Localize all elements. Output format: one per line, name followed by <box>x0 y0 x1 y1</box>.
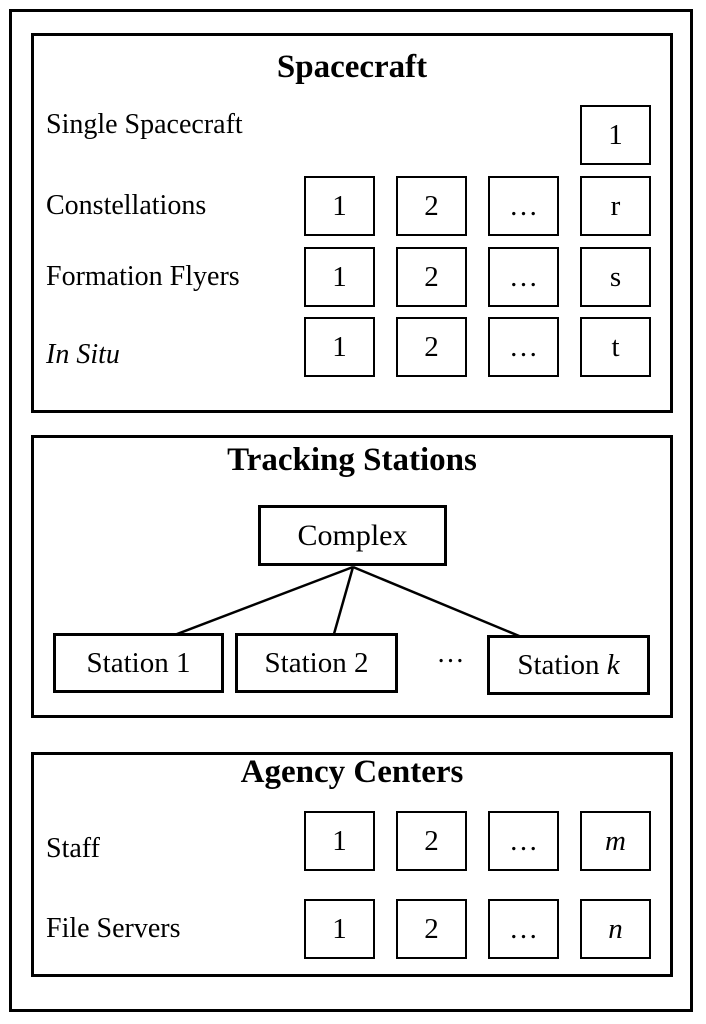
single-spacecraft-label: Single Spacecraft <box>46 109 243 140</box>
complex-box: Complex <box>258 505 447 566</box>
agency-centers-title: Agency Centers <box>240 754 464 790</box>
outer-frame <box>9 9 693 1012</box>
staff-row: Staff 1 2 … m <box>34 811 670 871</box>
formation-flyers-label: Formation Flyers <box>46 261 240 292</box>
file-server-box-1: 1 <box>304 899 375 959</box>
in-situ-label: In Situ <box>46 339 120 370</box>
staff-label: Staff <box>46 833 100 864</box>
in-situ-box-1: 1 <box>304 317 375 377</box>
file-servers-row: File Servers 1 2 … n <box>34 899 670 959</box>
single-spacecraft-row: Single Spacecraft 1 <box>34 105 670 165</box>
staff-box-2: 2 <box>396 811 467 871</box>
agency-centers-section: Agency Centers Staff 1 2 … m File Server… <box>31 752 673 977</box>
tracking-stations-section: Tracking Stations Complex Station 1 Stat… <box>31 435 673 718</box>
single-spacecraft-box-1: 1 <box>580 105 651 165</box>
staff-box-1: 1 <box>304 811 375 871</box>
spacecraft-section: Spacecraft Single Spacecraft 1 Constella… <box>31 33 673 413</box>
constellation-box-r: r <box>580 176 651 236</box>
station-1-box: Station 1 <box>53 633 224 693</box>
in-situ-box-ellipsis: … <box>488 317 559 377</box>
staff-box-ellipsis: … <box>488 811 559 871</box>
constellations-label: Constellations <box>46 190 207 221</box>
formation-flyers-row: Formation Flyers 1 2 … s <box>34 247 670 307</box>
stations-ellipsis-text: … <box>436 638 465 669</box>
formation-box-1: 1 <box>304 247 375 307</box>
in-situ-box-t: t <box>580 317 651 377</box>
constellations-row: Constellations 1 2 … r <box>34 176 670 236</box>
station-k-box: Station k <box>487 635 650 695</box>
constellation-box-2: 2 <box>396 176 467 236</box>
constellation-box-1: 1 <box>304 176 375 236</box>
station-k-variable: k <box>606 648 620 681</box>
formation-box-ellipsis: … <box>488 247 559 307</box>
tracking-stations-title: Tracking Stations <box>227 442 477 478</box>
in-situ-row: In Situ 1 2 … t <box>34 317 670 377</box>
formation-box-s: s <box>580 247 651 307</box>
station-2-box: Station 2 <box>235 633 398 693</box>
file-server-box-2: 2 <box>396 899 467 959</box>
file-server-box-n: n <box>580 899 651 959</box>
formation-box-2: 2 <box>396 247 467 307</box>
in-situ-box-2: 2 <box>396 317 467 377</box>
station-k-prefix: Station <box>517 648 607 681</box>
constellation-box-ellipsis: … <box>488 176 559 236</box>
staff-box-m: m <box>580 811 651 871</box>
stations-ellipsis: … <box>423 633 478 693</box>
spacecraft-title: Spacecraft <box>276 49 428 85</box>
file-server-box-ellipsis: … <box>488 899 559 959</box>
file-servers-label: File Servers <box>46 913 181 944</box>
